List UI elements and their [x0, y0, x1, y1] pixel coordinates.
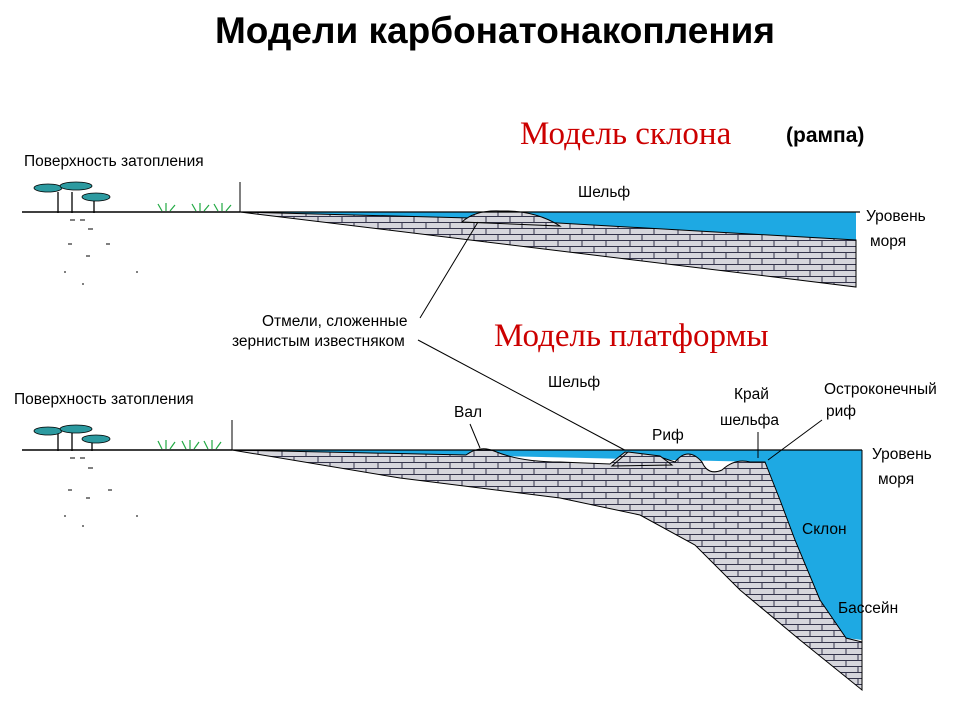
page-title: Модели карбонатонакопления — [214, 10, 776, 51]
platform-pinnacle-label-1: Остроконечный — [824, 381, 937, 398]
ramp-heading: Модель склона — [520, 116, 732, 152]
platform-edge-label-2: шельфа — [720, 412, 779, 429]
ramp-rock-wedge — [239, 211, 857, 288]
platform-sea-level-label-1: Уровень — [872, 446, 932, 463]
shoal-callout: Отмели, сложенные зернистым известняком — [232, 221, 635, 456]
ramp-shoal — [460, 210, 562, 227]
platform-basin-label: Бассейн — [838, 600, 898, 617]
ramp-flood-surface-label: Поверхность затопления — [24, 153, 204, 170]
platform-sea-level-label-2: моря — [878, 471, 914, 488]
platform-pinnacle-label-2: риф — [826, 403, 856, 420]
shoal-label-line2: зернистым известняком — [232, 333, 405, 350]
platform-model: Модель платформы Поверхность затопления … — [14, 318, 937, 692]
platform-tree-icon — [33, 424, 111, 451]
platform-edge-label-1: Край — [734, 386, 769, 403]
ramp-shelf-label: Шельф — [578, 184, 630, 201]
platform-grass-icon — [157, 440, 222, 450]
ramp-sea-level-label-2: моря — [870, 233, 906, 250]
platform-soil-marks — [64, 457, 138, 527]
platform-heading: Модель платформы — [494, 318, 769, 354]
ramp-soil-marks — [64, 219, 138, 285]
ramp-sea-level-label-1: Уровень — [866, 208, 926, 225]
ramp-heading-suffix: (рампа) — [786, 124, 864, 147]
shoal-pointer-platform — [417, 339, 635, 456]
platform-rock-body — [231, 448, 863, 692]
shoal-pointer-ramp — [419, 221, 479, 319]
platform-reef-label: Риф — [652, 427, 684, 444]
platform-leaders — [469, 419, 823, 461]
ramp-grass-icon — [157, 203, 232, 212]
ramp-model: Поверхность затопления Шельф Уровень мор… — [22, 116, 926, 288]
platform-water — [232, 450, 862, 640]
platform-bar-label: Вал — [454, 404, 482, 421]
shoal-label-line1: Отмели, сложенные — [262, 313, 408, 330]
platform-flood-surface-label: Поверхность затопления — [14, 391, 194, 408]
ramp-tree-icon — [33, 181, 111, 213]
platform-slope-label: Склон — [802, 521, 847, 538]
platform-reef-mound — [610, 451, 674, 467]
platform-shelf-label: Шельф — [548, 374, 600, 391]
